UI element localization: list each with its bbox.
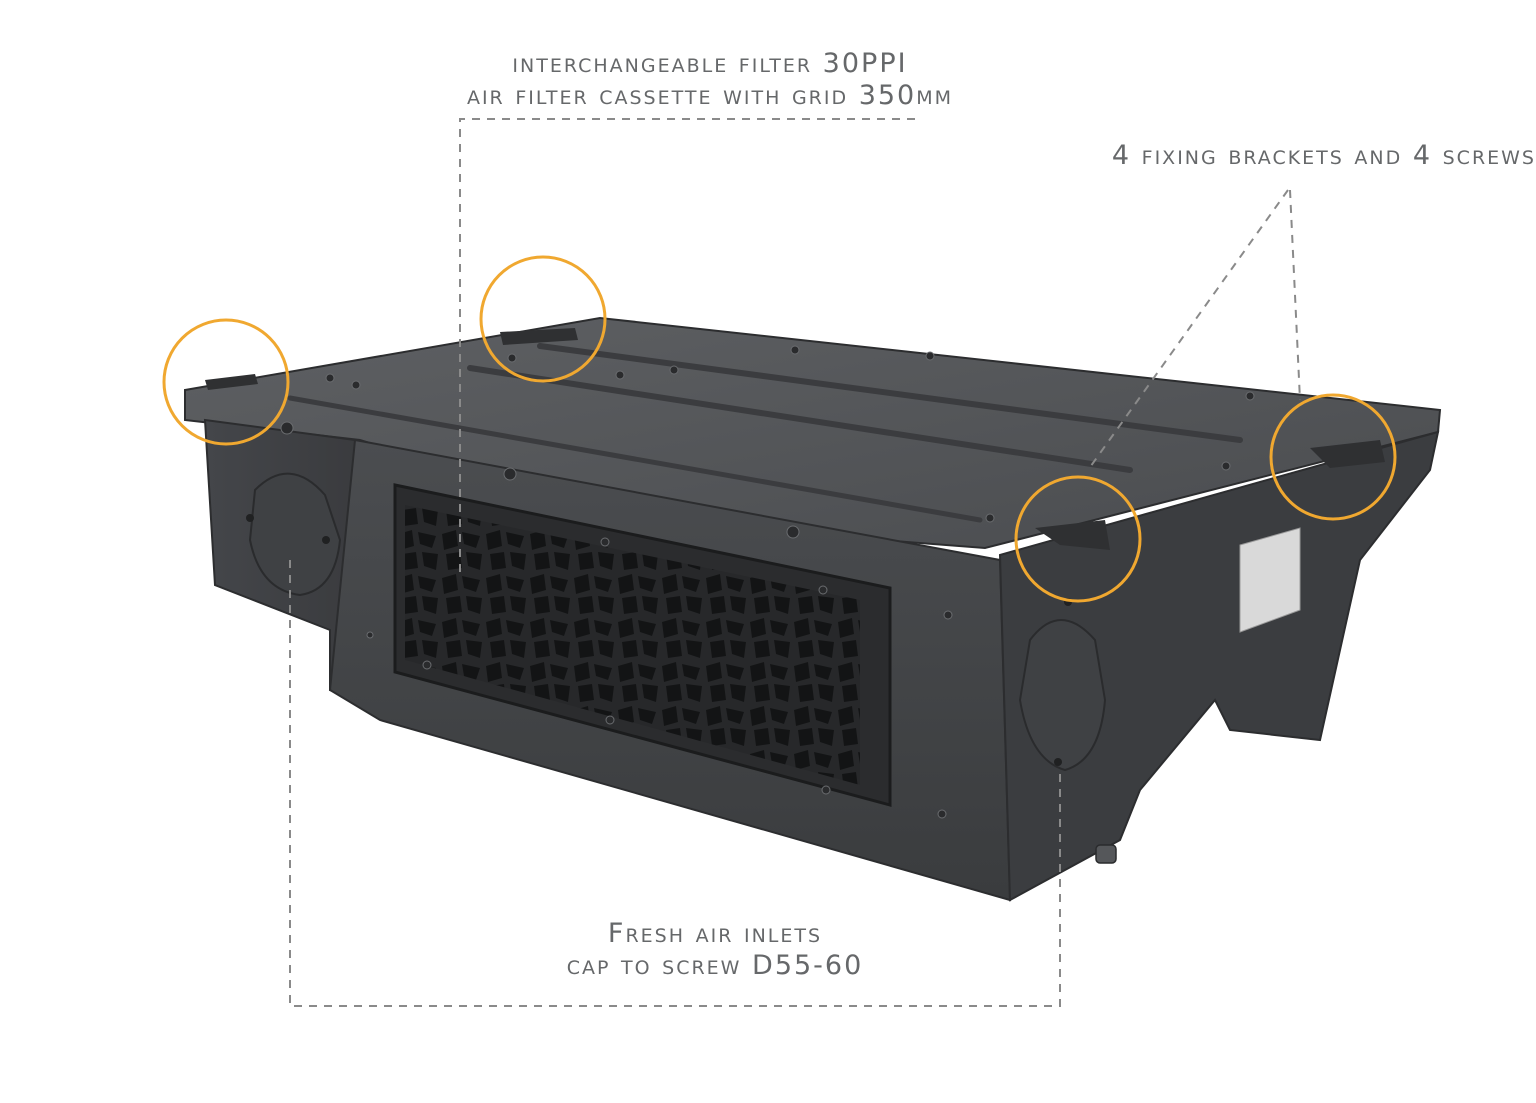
spec-label-plate <box>1239 527 1301 633</box>
fixing-bracket <box>205 374 258 390</box>
inlets-callout-line2: cap to screw D55-60 <box>566 950 864 981</box>
brackets-leader-left <box>1087 189 1289 471</box>
inlets-callout-line1: Fresh air inlets <box>607 918 823 949</box>
filter-box-body <box>184 316 1442 902</box>
drain-fitting <box>1095 844 1117 864</box>
filter-callout-line1: interchangeable filter 30PPI <box>512 48 908 79</box>
inlets-leader <box>289 560 1061 1007</box>
fixing-bracket-highlight-icon <box>479 255 607 383</box>
fixing-bracket <box>1035 520 1110 550</box>
leader-lines <box>289 118 1301 1007</box>
brackets-callout: 4 fixing brackets and 4 screws <box>1040 140 1536 172</box>
screw-heads <box>280 345 1255 819</box>
fixing-bracket-highlight-icon <box>1269 393 1397 521</box>
top-rib <box>287 395 983 523</box>
filter-leader <box>459 118 915 575</box>
fixing-bracket-highlight-icon <box>162 318 290 446</box>
fixing-bracket-highlight-icon <box>1014 475 1142 603</box>
air-filter-grille <box>405 505 860 785</box>
brackets-leader-right <box>1289 189 1301 401</box>
bracket-highlights <box>162 255 1397 603</box>
filter-callout: interchangeable filter 30PPI air filter … <box>440 48 980 112</box>
brackets-callout-line1: 4 fixing brackets and 4 screws <box>1111 140 1536 171</box>
fixing-bracket <box>1310 440 1385 468</box>
fresh-air-inlet-cap <box>1018 598 1107 772</box>
top-rib <box>467 365 1133 473</box>
top-rib <box>537 343 1243 443</box>
fixing-bracket <box>500 328 578 345</box>
inlets-callout: Fresh air inlets cap to screw D55-60 <box>500 918 930 982</box>
fresh-air-inlet-cap <box>246 472 342 597</box>
filter-callout-line2: air filter cassette with grid 350mm <box>466 80 954 111</box>
